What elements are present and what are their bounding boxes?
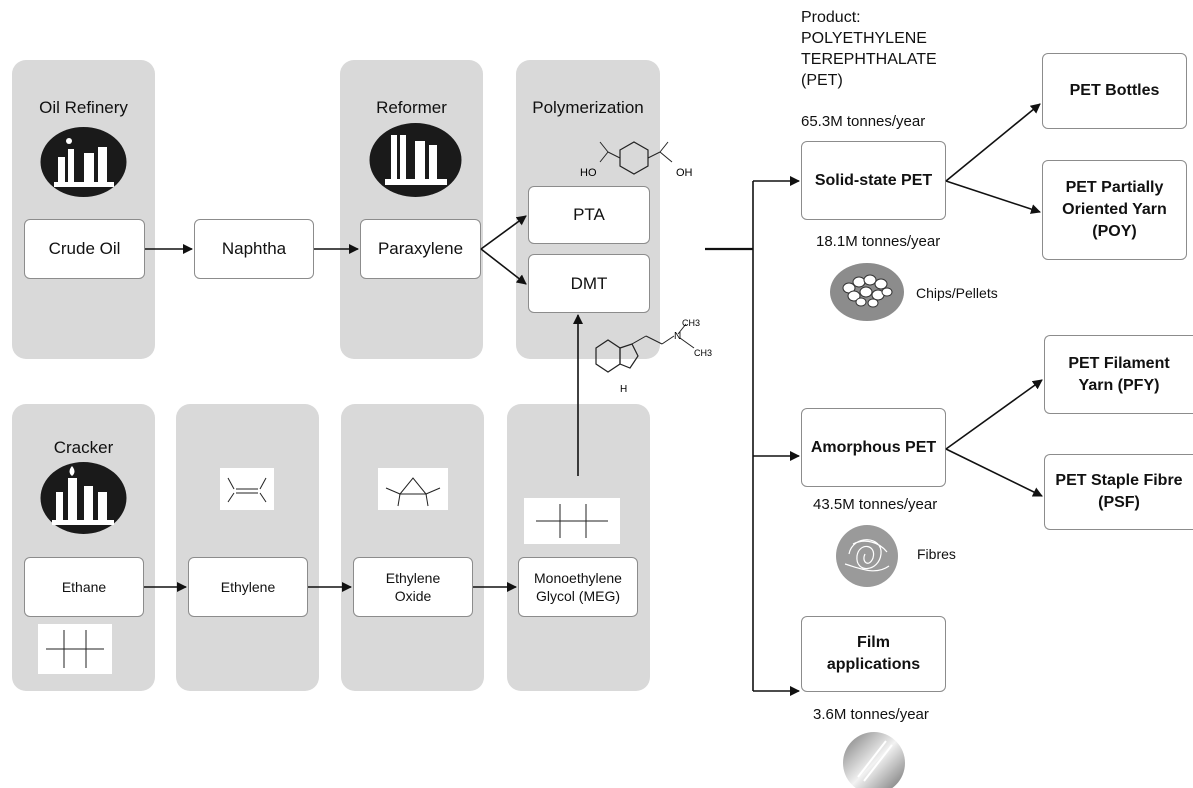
ethylene-oxide-structure <box>378 468 448 510</box>
chem-label-ch3: CH3 <box>682 318 700 328</box>
node-label-line: Yarn (PFY) <box>1078 376 1160 394</box>
total-volume: 65.3M tonnes/year <box>801 113 926 130</box>
product-line: POLYETHYLENE <box>801 30 927 47</box>
chips-pellets-label: Chips/Pellets <box>916 285 998 301</box>
node-label: Ethylene <box>220 579 276 595</box>
node-pet-psf: PET Staple Fibre (PSF) <box>1044 454 1193 530</box>
node-crude-oil: Crude Oil <box>24 219 145 279</box>
panel-meg <box>507 404 650 691</box>
node-solid-state-pet: Solid-state PET <box>801 141 946 220</box>
panel-reformer: Reformer <box>340 60 483 359</box>
node-label: Paraxylene <box>377 239 464 258</box>
node-label: DMT <box>570 273 608 293</box>
node-naphtha: Naphtha <box>194 219 314 279</box>
volume-film: 3.6M tonnes/year <box>813 706 929 723</box>
panel-title-polymerization: Polymerization <box>532 98 644 117</box>
oil-refinery-icon <box>40 127 127 197</box>
meg-structure <box>524 498 620 544</box>
film-icon <box>843 732 905 788</box>
volume-amorphous: 43.5M tonnes/year <box>813 496 938 513</box>
panel-ethylene <box>176 404 319 691</box>
fibres-icon <box>836 525 898 587</box>
node-label-line: PET Filament <box>1068 354 1170 372</box>
panel-ethylene-oxide <box>341 404 484 691</box>
node-label: PTA <box>573 205 605 224</box>
node-label-line: PET Staple Fibre <box>1055 472 1183 489</box>
panel-title-oil-refinery: Oil Refinery <box>39 98 128 117</box>
arrow-amorphous-psf <box>945 448 1043 497</box>
volume-solid-state: 18.1M tonnes/year <box>816 233 941 250</box>
node-ethylene: Ethylene <box>188 557 308 617</box>
ethane-structure <box>38 624 112 674</box>
arrow-solid-bottles <box>945 103 1041 182</box>
chips-pellets-icon <box>830 263 904 321</box>
node-label-line: applications <box>826 656 921 673</box>
panel-title-reformer: Reformer <box>376 98 447 117</box>
node-pet-bottles: PET Bottles <box>1042 53 1187 129</box>
chem-label-ho: HO <box>580 167 597 179</box>
node-label-line: Ethylene <box>385 570 441 586</box>
node-label-line: Glycol (MEG) <box>536 588 620 604</box>
node-label-line: Film <box>857 634 890 651</box>
fibres-label: Fibres <box>917 546 956 562</box>
node-film-applications: Film applications <box>801 616 946 692</box>
node-dmt: DMT <box>528 254 650 313</box>
node-paraxylene: Paraxylene <box>360 219 481 279</box>
arrow-solid-poy <box>945 180 1041 214</box>
dimethyltryptamine-structure: N CH3 CH3 H <box>595 318 712 395</box>
node-label-line: Monoethylene <box>534 570 622 586</box>
node-label-line: Oriented Yarn <box>1062 201 1167 218</box>
chem-label-ch3: CH3 <box>694 348 712 358</box>
panel-oil-refinery: Oil Refinery <box>12 60 155 359</box>
product-line: (PET) <box>801 72 843 89</box>
chem-label-h: H <box>620 384 627 395</box>
node-label: Amorphous PET <box>810 438 937 456</box>
node-label-line: Oxide <box>394 588 432 604</box>
node-label: PET Bottles <box>1069 82 1160 99</box>
node-label-line: (POY) <box>1092 223 1137 240</box>
node-label: Solid-state PET <box>814 171 933 189</box>
reformer-icon <box>369 123 462 197</box>
node-label: Crude Oil <box>48 239 121 258</box>
product-line: TEREPHTHALATE <box>801 51 937 68</box>
product-header: Product: POLYETHYLENE TEREPHTHALATE (PET… <box>801 7 937 91</box>
product-line: Product: <box>801 9 861 26</box>
panel-title-cracker: Cracker <box>53 438 114 457</box>
node-amorphous-pet: Amorphous PET <box>801 408 946 487</box>
arrow-amorphous-pfy <box>945 379 1043 450</box>
cracker-icon <box>40 462 127 534</box>
chem-label-oh: OH <box>676 167 693 179</box>
terephthalic-acid-structure: HO OH <box>580 141 693 179</box>
ethylene-structure <box>220 468 274 510</box>
node-label-line: (PSF) <box>1098 494 1140 511</box>
chem-label-n: N <box>674 331 681 342</box>
node-label-line: PET Partially <box>1065 179 1164 196</box>
node-label: Naphtha <box>221 239 287 258</box>
node-pta: PTA <box>528 186 650 244</box>
node-label: Ethane <box>61 579 107 595</box>
node-ethane: Ethane <box>24 557 144 617</box>
